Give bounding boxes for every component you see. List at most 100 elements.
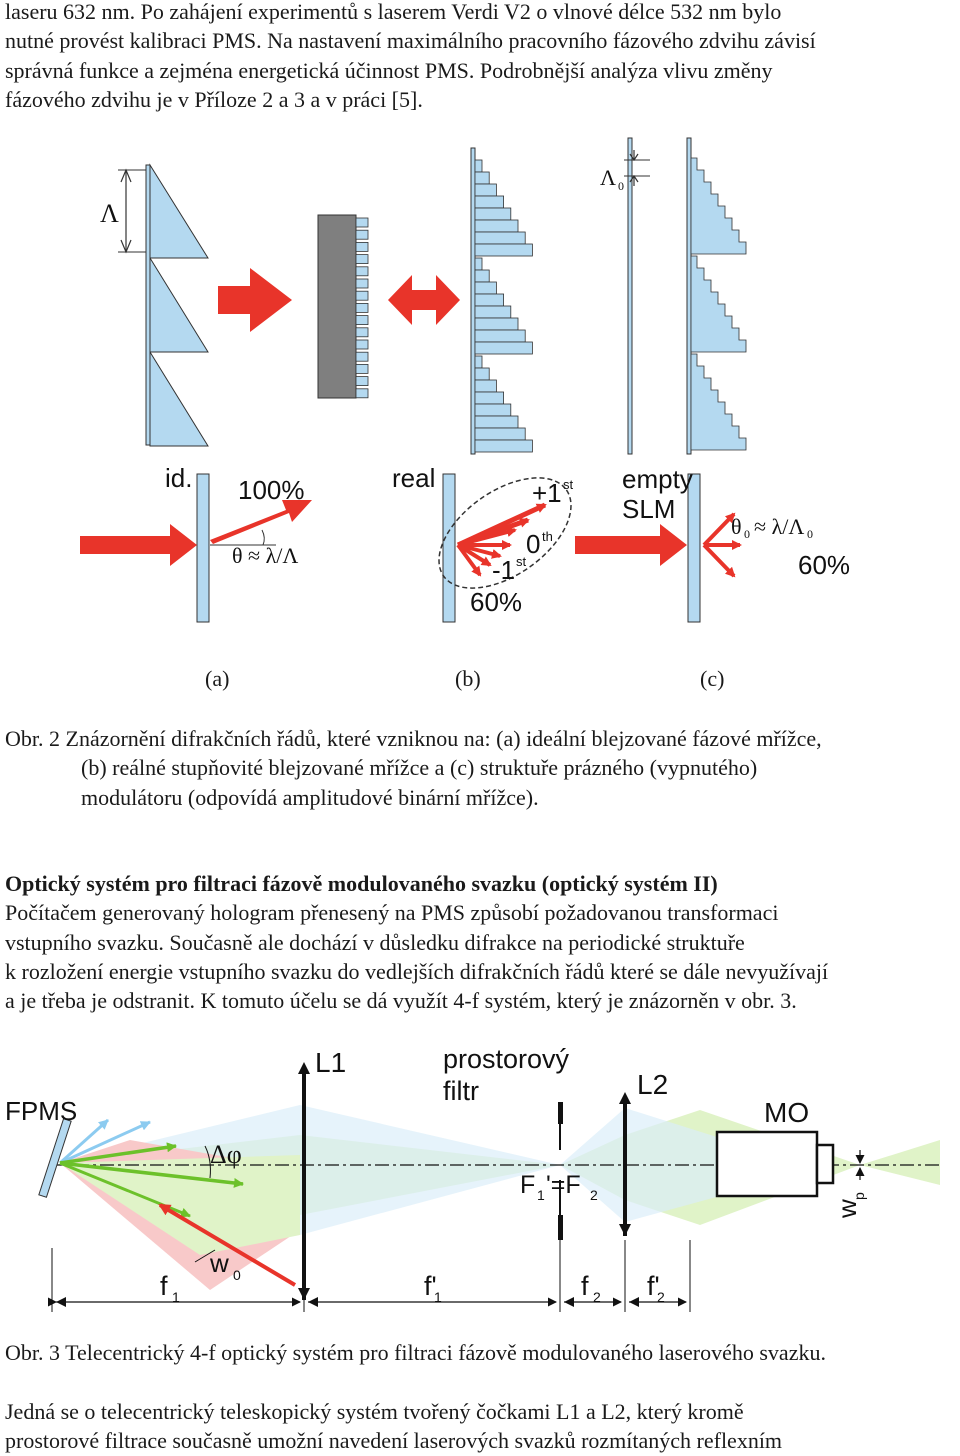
grating-step [474, 231, 526, 245]
spatial-filter: prostorový filtr F 1 '=F 2 [443, 1044, 598, 1240]
slm-pixel [355, 376, 369, 387]
double-arrow-icon [388, 275, 460, 325]
l1-label: L1 [315, 1047, 346, 1078]
w0-sub: 0 [233, 1267, 241, 1283]
grating-step [474, 305, 512, 319]
microscope-objective: MO w p [715, 1097, 867, 1219]
grating-step [474, 329, 526, 343]
w0-label: w [209, 1248, 229, 1278]
grating-step [474, 317, 519, 331]
l2-label: L2 [637, 1069, 668, 1100]
grating-step [474, 269, 490, 283]
theta-c-sub: 0 [744, 527, 750, 541]
order-zero: 0 [526, 529, 540, 559]
efficiency-60-b: 60% [470, 587, 522, 617]
f2-label: f [581, 1271, 589, 1301]
grating-step [474, 293, 505, 307]
slm-pixel [355, 363, 369, 374]
theta-c-label: θ [731, 514, 742, 539]
f2-prime-label: f' [647, 1271, 660, 1301]
slm-tooth [690, 353, 747, 451]
ideal-blazed-grating [145, 163, 209, 447]
text-line: fázového zdvihu je v Příloze 2 a 3 a v p… [5, 86, 423, 112]
text-line: vstupního svazku. Současně ale dochází v… [5, 929, 745, 955]
slm-pixel [355, 339, 369, 350]
text-line: Počítačem generovaný hologram přenesený … [5, 900, 779, 926]
lambda0-sub: 0 [618, 179, 624, 193]
caption-line: Obr. 3 Telecentrický 4-f optický systém … [5, 1340, 826, 1365]
period-0-dimension: Λ 0 [600, 150, 650, 193]
f1-sub: 1 [172, 1289, 180, 1305]
period-dimension: Λ [100, 168, 146, 254]
caption-line: Obr. 2 Znázornění difrakčních řádů, kter… [5, 726, 822, 751]
real-label: real [392, 463, 435, 493]
lambda-label: Λ [100, 199, 119, 228]
grating-step [474, 403, 512, 417]
slm-tooth [690, 255, 747, 353]
delta-phi-label: Δφ [210, 1140, 242, 1169]
figure-3-4f-system: FPMS Δφ w 0 L1 prostorový filtr F 1 '=F … [5, 1044, 940, 1312]
slm-pixel [355, 315, 369, 326]
fpms-modulator: FPMS [5, 1096, 77, 1198]
f2-sub: 2 [593, 1289, 601, 1305]
diffraction-empty-slm: empty SLM θ 0 ≈ λ/Λ 0 60% [575, 464, 850, 623]
order-minus1: -1 [492, 555, 515, 585]
transform-arrow-icon [218, 268, 292, 332]
filter-label-1: prostorový [443, 1044, 570, 1074]
text-line: správná funkce a zejména energetická úči… [5, 57, 773, 83]
fpms-label: FPMS [5, 1096, 77, 1126]
order-plus1: +1 [532, 478, 562, 508]
grating-step [474, 171, 490, 185]
theta-a-label: θ ≈ λ/Λ [232, 543, 298, 568]
mo-label: MO [764, 1097, 809, 1128]
slm-pixel [355, 278, 369, 289]
stepped-grating [470, 147, 533, 455]
grating-step [474, 439, 533, 453]
order-zero-sup: th [542, 529, 553, 544]
text-line: k rozložení energie vstupního svazku do … [5, 958, 829, 984]
focal-distance-dimensions: f 1 f' 1 f 2 f' 2 [48, 1240, 691, 1312]
order-minus1-sup: st [516, 554, 527, 569]
caption-line: modulátoru (odpovídá amplitudové binární… [81, 784, 539, 810]
efficiency-100: 100% [238, 475, 305, 505]
subfigure-label-b: (b) [455, 666, 481, 691]
empty-slm-grating [627, 137, 747, 455]
grating-step [474, 281, 497, 295]
slm-pixel [355, 229, 369, 240]
wp-label: w [832, 1199, 862, 1219]
figure-2-caption: Obr. 2 Znázornění difrakčních řádů, kter… [5, 724, 822, 812]
slm-pixel [355, 241, 369, 252]
focus-f: F [520, 1171, 535, 1199]
text-line: prostorové filtrace současně umožní nave… [5, 1428, 783, 1454]
grating-step [474, 243, 533, 257]
slm-pixel [355, 254, 369, 265]
lens-l2: L2 [619, 1069, 668, 1236]
bottom-paragraph: Jedná se o telecentrický teleskopický sy… [5, 1397, 957, 1456]
grating-step [474, 219, 519, 233]
slm-device [317, 214, 369, 399]
slm-pixel [355, 388, 369, 399]
grating-step [474, 195, 505, 209]
figure-3-caption: Obr. 3 Telecentrický 4-f optický systém … [5, 1338, 826, 1367]
lens-l1: L1 [298, 1047, 346, 1300]
slm-label: SLM [622, 494, 675, 524]
focus-sub1: 1 [537, 1187, 545, 1203]
order-plus1-sup: st [563, 477, 574, 492]
focus-eq: '=F [546, 1171, 581, 1199]
grating-step [474, 379, 497, 393]
grating-step [474, 257, 483, 271]
slm-pixel [355, 266, 369, 277]
grating-step [474, 355, 483, 369]
grating-step [474, 391, 505, 405]
text-line: Jedná se o telecentrický teleskopický sy… [5, 1399, 744, 1424]
text-line: laseru 632 nm. Po zahájení experimentů s… [5, 0, 782, 24]
subfigure-label-a: (a) [205, 666, 230, 691]
filter-label-2: filtr [443, 1076, 479, 1106]
text-line: nutné provést kalibraci PMS. Na nastaven… [5, 28, 816, 54]
caption-line: (b) reálné stupňovité blejzované mřížce … [81, 755, 758, 781]
slm-pixel [355, 351, 369, 362]
grating-step [474, 367, 490, 381]
figure-2-diffraction-diagram: Λ Λ 0 id. 100% θ ≈ λ/Λ [80, 137, 850, 623]
lambda0-label: Λ [600, 165, 616, 190]
theta-c-rest: ≈ λ/Λ [754, 514, 804, 539]
